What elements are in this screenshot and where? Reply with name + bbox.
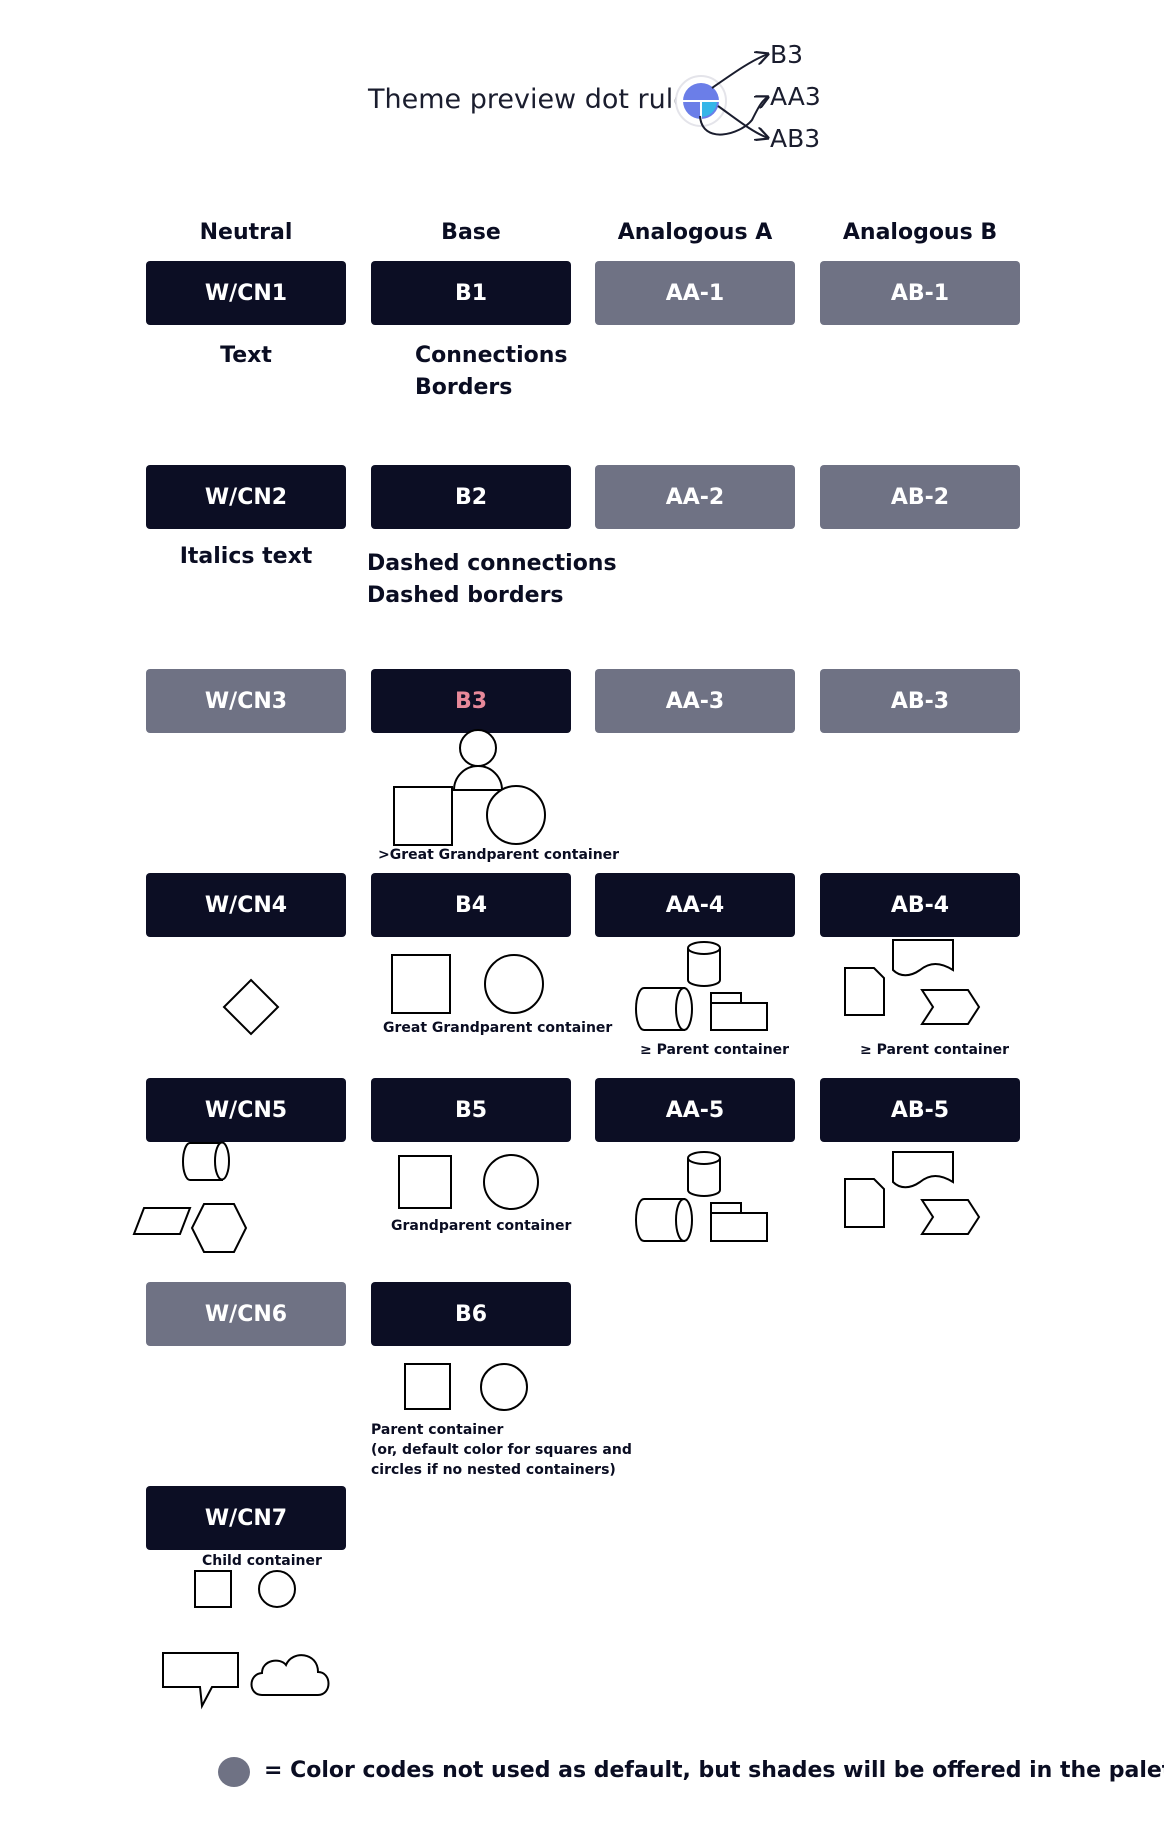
horizontal-cylinder-shape <box>635 1198 693 1242</box>
tile-aa2: AA-2 <box>595 465 795 529</box>
arrow-label-aa3: AA3 <box>770 82 821 111</box>
tile-b3: B3 <box>371 669 571 733</box>
diagram-title: Theme preview dot rules: <box>368 84 714 115</box>
desc-b6-line2: (or, default color for squares and <box>371 1442 632 1458</box>
chevron-shape <box>920 1199 981 1235</box>
cylinder-shape <box>687 1151 721 1197</box>
desc-b4: Great Grandparent container <box>383 1020 613 1036</box>
square-shape <box>391 954 451 1014</box>
tile-b6: B6 <box>371 1282 571 1346</box>
tile-aa4: AA-4 <box>595 873 795 937</box>
desc-wcn7: Child container <box>202 1553 322 1569</box>
desc-b6: Parent container (or, default color for … <box>371 1420 632 1480</box>
legend-text: = Color codes not used as default, but s… <box>264 1758 1164 1783</box>
folder-shape <box>710 1202 768 1242</box>
desc-b6-line3: circles if no nested containers) <box>371 1462 616 1478</box>
tile-wcn7: W/CN7 <box>146 1486 346 1550</box>
circle-shape <box>484 954 544 1014</box>
tile-b2: B2 <box>371 465 571 529</box>
cylinder-shape <box>687 941 721 987</box>
desc-aa4: ≥ Parent container <box>640 1042 790 1058</box>
square-shape <box>393 786 453 846</box>
tile-wcn2: W/CN2 <box>146 465 346 529</box>
wavy-document-shape <box>892 1151 954 1189</box>
parallelogram-shape <box>132 1207 192 1235</box>
hexagon-shape <box>190 1203 248 1253</box>
tile-wcn3: W/CN3 <box>146 669 346 733</box>
desc-b1-line2: Borders <box>415 375 513 400</box>
circle-shape <box>480 1363 528 1411</box>
theme-preview-dot <box>675 75 727 127</box>
circle-shape <box>483 1154 539 1210</box>
chevron-shape <box>920 989 981 1025</box>
tile-b1: B1 <box>371 261 571 325</box>
desc-b2-line1: Dashed connections <box>367 551 617 576</box>
folder-shape <box>710 992 768 1031</box>
tile-wcn4: W/CN4 <box>146 873 346 937</box>
desc-b3: >Great Grandparent container <box>378 847 620 863</box>
desc-b5: Grandparent container <box>391 1218 572 1234</box>
square-shape <box>404 1363 451 1410</box>
document-icon <box>844 1178 885 1228</box>
tile-aa5: AA-5 <box>595 1078 795 1142</box>
document-icon <box>844 967 885 1016</box>
desc-b1-line1: Connections <box>415 343 568 368</box>
wavy-document-shape <box>892 939 954 977</box>
column-header-base: Base <box>441 220 501 245</box>
cloud-icon <box>250 1654 330 1696</box>
tile-wcn6: W/CN6 <box>146 1282 346 1346</box>
column-header-neutral: Neutral <box>199 220 293 245</box>
square-shape <box>398 1155 452 1209</box>
tile-wcn5: W/CN5 <box>146 1078 346 1142</box>
tile-ab4: AB-4 <box>820 873 1020 937</box>
tile-ab5: AB-5 <box>820 1078 1020 1142</box>
desc-ab4: ≥ Parent container <box>860 1042 1010 1058</box>
circle-shape <box>258 1570 296 1608</box>
tile-ab2: AB-2 <box>820 465 1020 529</box>
tile-wcn1: W/CN1 <box>146 261 346 325</box>
tile-b4: B4 <box>371 873 571 937</box>
tile-b5: B5 <box>371 1078 571 1142</box>
tile-aa3: AA-3 <box>595 669 795 733</box>
desc-wcn1: Text <box>220 343 272 368</box>
circle-shape <box>486 785 546 845</box>
dot-arrows <box>699 54 768 138</box>
horizontal-cylinder-shape <box>182 1141 230 1181</box>
square-shape <box>194 1570 232 1608</box>
arrow-label-b3: B3 <box>770 40 804 69</box>
user-icon <box>452 729 504 791</box>
diamond-shape <box>222 978 280 1036</box>
tile-ab3: AB-3 <box>820 669 1020 733</box>
column-header-analogous-b: Analogous B <box>842 220 998 245</box>
tile-ab1: AB-1 <box>820 261 1020 325</box>
tile-aa1: AA-1 <box>595 261 795 325</box>
speech-bubble-icon <box>162 1652 239 1710</box>
gray-legend-dot <box>218 1757 250 1787</box>
desc-wcn2: Italics text <box>179 544 313 569</box>
column-header-analogous-a: Analogous A <box>617 220 773 245</box>
arrow-label-ab3: AB3 <box>770 124 821 153</box>
horizontal-cylinder-shape <box>635 987 693 1031</box>
desc-b6-line1: Parent container <box>371 1422 504 1438</box>
desc-b2-line2: Dashed borders <box>367 583 564 608</box>
